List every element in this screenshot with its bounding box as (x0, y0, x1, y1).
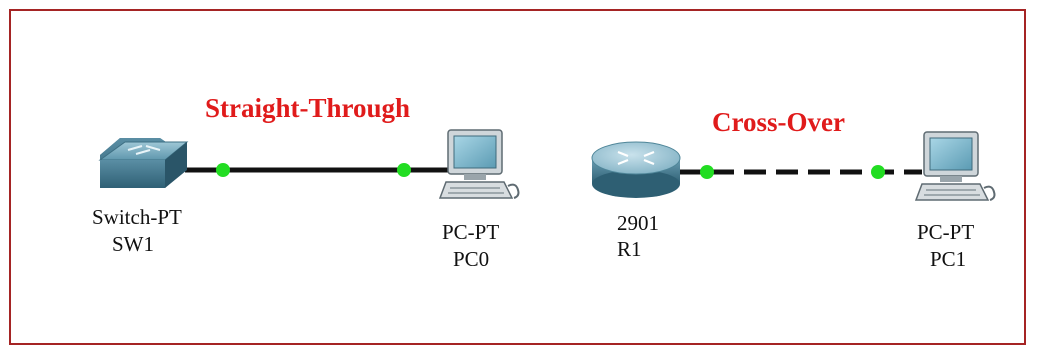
link-end-dot (700, 165, 714, 179)
sw1-name-label: SW1 (112, 232, 154, 256)
pc0-model-label: PC-PT (442, 220, 499, 244)
link-end-dot (871, 165, 885, 179)
cross-over-label: Cross-Over (712, 107, 845, 137)
link-end-dot (397, 163, 411, 177)
straight-through-label: Straight-Through (205, 93, 410, 123)
switch-icon[interactable] (98, 138, 189, 188)
sw1-model-label: Switch-PT (92, 205, 182, 229)
pc1-name-label: PC1 (930, 247, 966, 271)
router-icon[interactable] (591, 141, 681, 198)
pc-icon[interactable] (438, 129, 520, 199)
pc1-model-label: PC-PT (917, 220, 974, 244)
r1-name-label: R1 (617, 237, 642, 261)
pc0-name-label: PC0 (453, 247, 489, 271)
diagram-frame (9, 9, 1026, 345)
r1-model-label: 2901 (617, 211, 659, 235)
link-end-dot (216, 163, 230, 177)
pc-icon[interactable] (914, 131, 996, 201)
